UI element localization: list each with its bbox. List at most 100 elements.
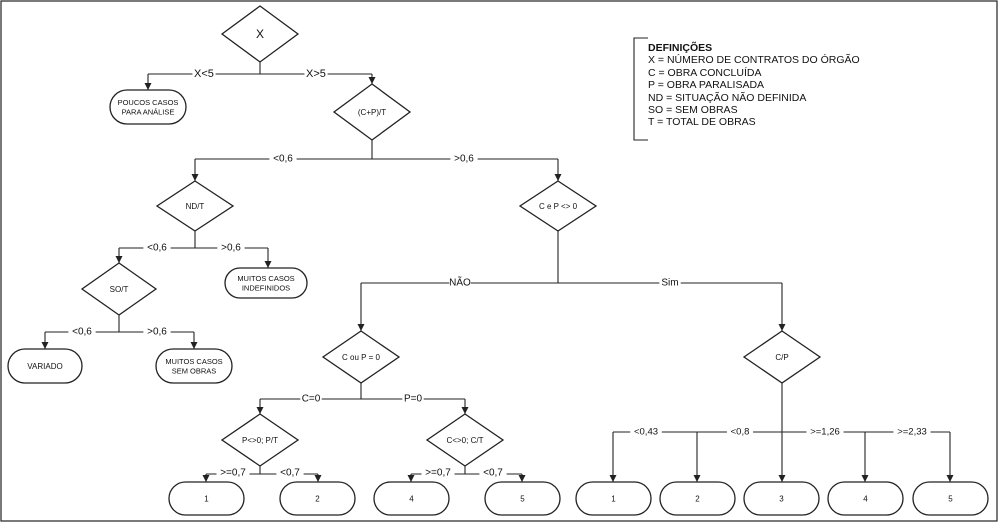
edge-label-text: X<5 xyxy=(194,68,214,80)
edges-layer xyxy=(41,62,954,482)
terminal-rect xyxy=(575,481,652,516)
edge-label-cpt-gt: >0,6 xyxy=(450,152,478,165)
terminal-rect xyxy=(279,481,356,516)
connector xyxy=(461,399,469,414)
edge-label-backing xyxy=(68,325,96,337)
connector xyxy=(115,248,123,263)
edge-label-backing xyxy=(893,425,931,437)
edge-label-backing xyxy=(300,392,322,404)
edge-label-p0: P=0 xyxy=(402,392,424,405)
edge-label-cpt-lt: <0,6 xyxy=(269,152,297,165)
edge-label-text: P=0 xyxy=(404,394,423,405)
connector xyxy=(144,74,152,90)
terminal-rect xyxy=(743,481,820,516)
arrowhead xyxy=(190,342,198,349)
edge-label-text: >0,6 xyxy=(147,327,167,338)
arrowhead xyxy=(554,174,562,181)
edge-label-backing xyxy=(216,466,250,478)
arrowhead xyxy=(115,256,123,263)
arrowhead xyxy=(191,174,199,181)
edge-label-text: <0,7 xyxy=(280,468,300,479)
terminal-node-label: INDEFINIDOS xyxy=(242,284,290,293)
terminal-node-label: 2 xyxy=(695,495,700,504)
edge-label-backing xyxy=(192,66,216,80)
arrowhead xyxy=(609,475,617,482)
edge-label-backing xyxy=(402,392,424,404)
legend-line-so: SO = SEM OBRAS xyxy=(648,104,738,117)
edge-label-text: >0,6 xyxy=(454,154,474,165)
terminal-node-r1: 1 xyxy=(575,481,652,516)
connector xyxy=(861,432,869,482)
edge-label-sot-lt: <0,6 xyxy=(68,325,96,338)
decision-node-label: X xyxy=(256,27,264,41)
terminal-rect xyxy=(168,481,245,516)
edge-label-text: C=0 xyxy=(302,394,321,405)
decision-diamond xyxy=(220,413,300,467)
terminal-node-l2: 2 xyxy=(279,481,356,516)
edge-label-text: >=1,26 xyxy=(810,427,840,438)
decision-diamond xyxy=(332,83,412,141)
arrowhead xyxy=(41,342,49,349)
edge-label-ndt-gt: >0,6 xyxy=(217,241,245,254)
edge-label-ppt-lt: <0,7 xyxy=(276,466,304,479)
edge-label-text: NÃO xyxy=(449,276,471,289)
terminal-rect xyxy=(155,348,233,384)
edge-label-ndt-lt: <0,6 xyxy=(143,241,171,254)
decision-diamond xyxy=(220,5,300,63)
terminal-node-label: 5 xyxy=(948,495,953,504)
decision-node-label: C/P xyxy=(775,353,788,362)
connector xyxy=(190,332,198,349)
edge-label-text: <0,43 xyxy=(634,427,658,438)
terminal-node-label: POUCOS CASOS xyxy=(118,98,179,107)
connector xyxy=(256,399,264,414)
terminal-node-label: 5 xyxy=(520,495,525,504)
terminal-node-variado: VARIADO xyxy=(7,348,83,384)
legend-bracket xyxy=(633,37,648,141)
edge-label-cp-233: >=2,33 xyxy=(893,425,931,438)
edge-label-text: >=2,33 xyxy=(897,427,927,438)
arrowhead xyxy=(946,475,954,482)
connector xyxy=(778,283,786,331)
decision-diamond xyxy=(518,180,598,232)
decision-node-cp: C/P xyxy=(742,330,822,384)
connector xyxy=(264,248,272,268)
edge-label-backing xyxy=(269,152,297,164)
edge-label-backing xyxy=(726,425,754,437)
decision-node-root: X xyxy=(220,5,300,63)
edge-label-backing xyxy=(421,466,455,478)
edge-label-text: <0,6 xyxy=(72,327,92,338)
edge-label-backing xyxy=(479,466,507,478)
arrowhead xyxy=(368,77,376,84)
terminal-node-r5: 5 xyxy=(912,481,989,516)
connector xyxy=(554,159,562,181)
decision-diamond xyxy=(80,262,158,316)
edge-label-c0: C=0 xyxy=(300,392,322,405)
edge-label-text: <0,6 xyxy=(147,243,167,254)
decision-node-ppt: P<>0; P/T xyxy=(220,413,300,467)
connector xyxy=(41,332,49,349)
connector xyxy=(191,159,199,181)
edge-label-backing xyxy=(217,241,245,253)
edge-label-cct-ge: >=0,7 xyxy=(421,466,455,479)
edge-label-cp-043: <0,43 xyxy=(630,425,662,438)
connector xyxy=(609,432,617,482)
terminal-rect xyxy=(659,481,736,516)
terminal-rect xyxy=(109,89,187,125)
arrowhead xyxy=(256,407,264,414)
connector xyxy=(693,432,701,482)
edge-label-sim: Sim xyxy=(659,276,681,289)
terminal-node-label: 3 xyxy=(779,495,784,504)
terminal-node-label: SEM OBRAS xyxy=(172,367,217,376)
arrowhead xyxy=(778,324,786,331)
edge-label-backing xyxy=(304,66,328,80)
arrowhead xyxy=(264,261,272,268)
terminal-node-label: 1 xyxy=(611,495,616,504)
edge-label-text: X>5 xyxy=(306,68,326,80)
edge-label-text: <0,8 xyxy=(731,427,750,438)
connector xyxy=(946,432,954,482)
